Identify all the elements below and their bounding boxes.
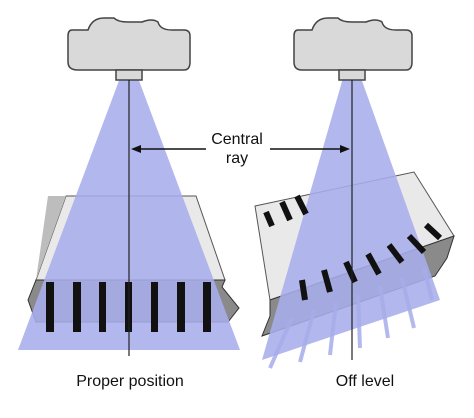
x-ray-tube-icon — [67, 17, 191, 81]
transmitted-rays-right — [268, 267, 434, 369]
off-level-caption: Off level — [335, 373, 395, 390]
central-ray-pointer — [131, 145, 350, 153]
off-level-panel — [254, 17, 455, 369]
central-ray-label-line1: Central — [211, 131, 263, 148]
x-ray-tube-icon — [293, 17, 413, 81]
grid-side-face-left — [36, 196, 66, 280]
grid-lead-strips-right — [263, 194, 443, 301]
proper-position-panel — [18, 17, 240, 356]
proper-position-caption: Proper position — [76, 373, 184, 390]
x-ray-beam-right — [262, 78, 440, 360]
central-ray-label: Central ray — [206, 130, 268, 168]
central-ray-label-line2: ray — [225, 150, 249, 167]
